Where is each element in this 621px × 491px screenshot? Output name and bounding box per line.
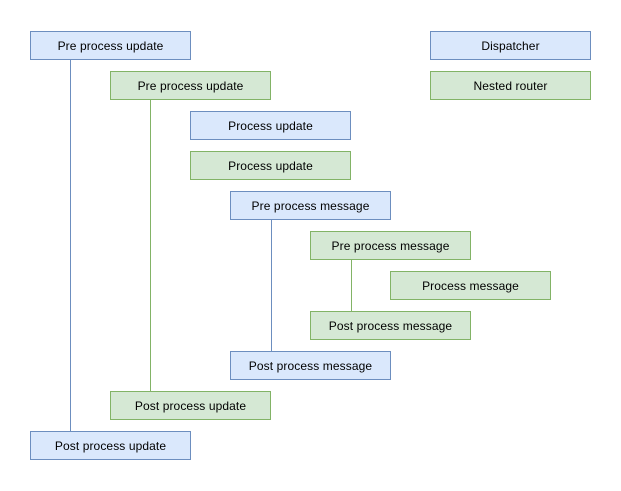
connector-line — [351, 260, 352, 311]
process-node[interactable]: Post process message — [230, 351, 391, 380]
process-node-label: Process message — [422, 278, 519, 293]
process-node-label: Pre process message — [331, 238, 450, 253]
process-node[interactable]: Pre process update — [30, 31, 191, 60]
process-node-label: Pre process update — [57, 38, 164, 53]
process-node-label: Post process message — [328, 318, 453, 333]
connector-line — [150, 100, 151, 391]
process-node[interactable]: Process message — [390, 271, 551, 300]
process-node-label: Post process update — [54, 438, 167, 453]
process-node-label: Process update — [228, 118, 313, 133]
process-node[interactable]: Pre process update — [110, 71, 271, 100]
process-node[interactable]: Process update — [190, 151, 351, 180]
process-node-label: Post process update — [134, 398, 247, 413]
legend-item[interactable]: Dispatcher — [430, 31, 591, 60]
connector-line — [70, 60, 71, 431]
process-node[interactable]: Pre process message — [230, 191, 391, 220]
process-node-label: Pre process update — [137, 78, 244, 93]
process-node-label: Process update — [228, 158, 313, 173]
process-node[interactable]: Post process update — [30, 431, 191, 460]
process-node-label: Pre process message — [251, 198, 370, 213]
process-node[interactable]: Process update — [190, 111, 351, 140]
process-node[interactable]: Post process update — [110, 391, 271, 420]
process-node[interactable]: Post process message — [310, 311, 471, 340]
connector-line — [271, 220, 272, 351]
legend-item[interactable]: Nested router — [430, 71, 591, 100]
process-node-label: Post process message — [248, 358, 373, 373]
legend-item-label: Nested router — [473, 78, 548, 93]
legend-item-label: Dispatcher — [481, 38, 540, 53]
process-node[interactable]: Pre process message — [310, 231, 471, 260]
